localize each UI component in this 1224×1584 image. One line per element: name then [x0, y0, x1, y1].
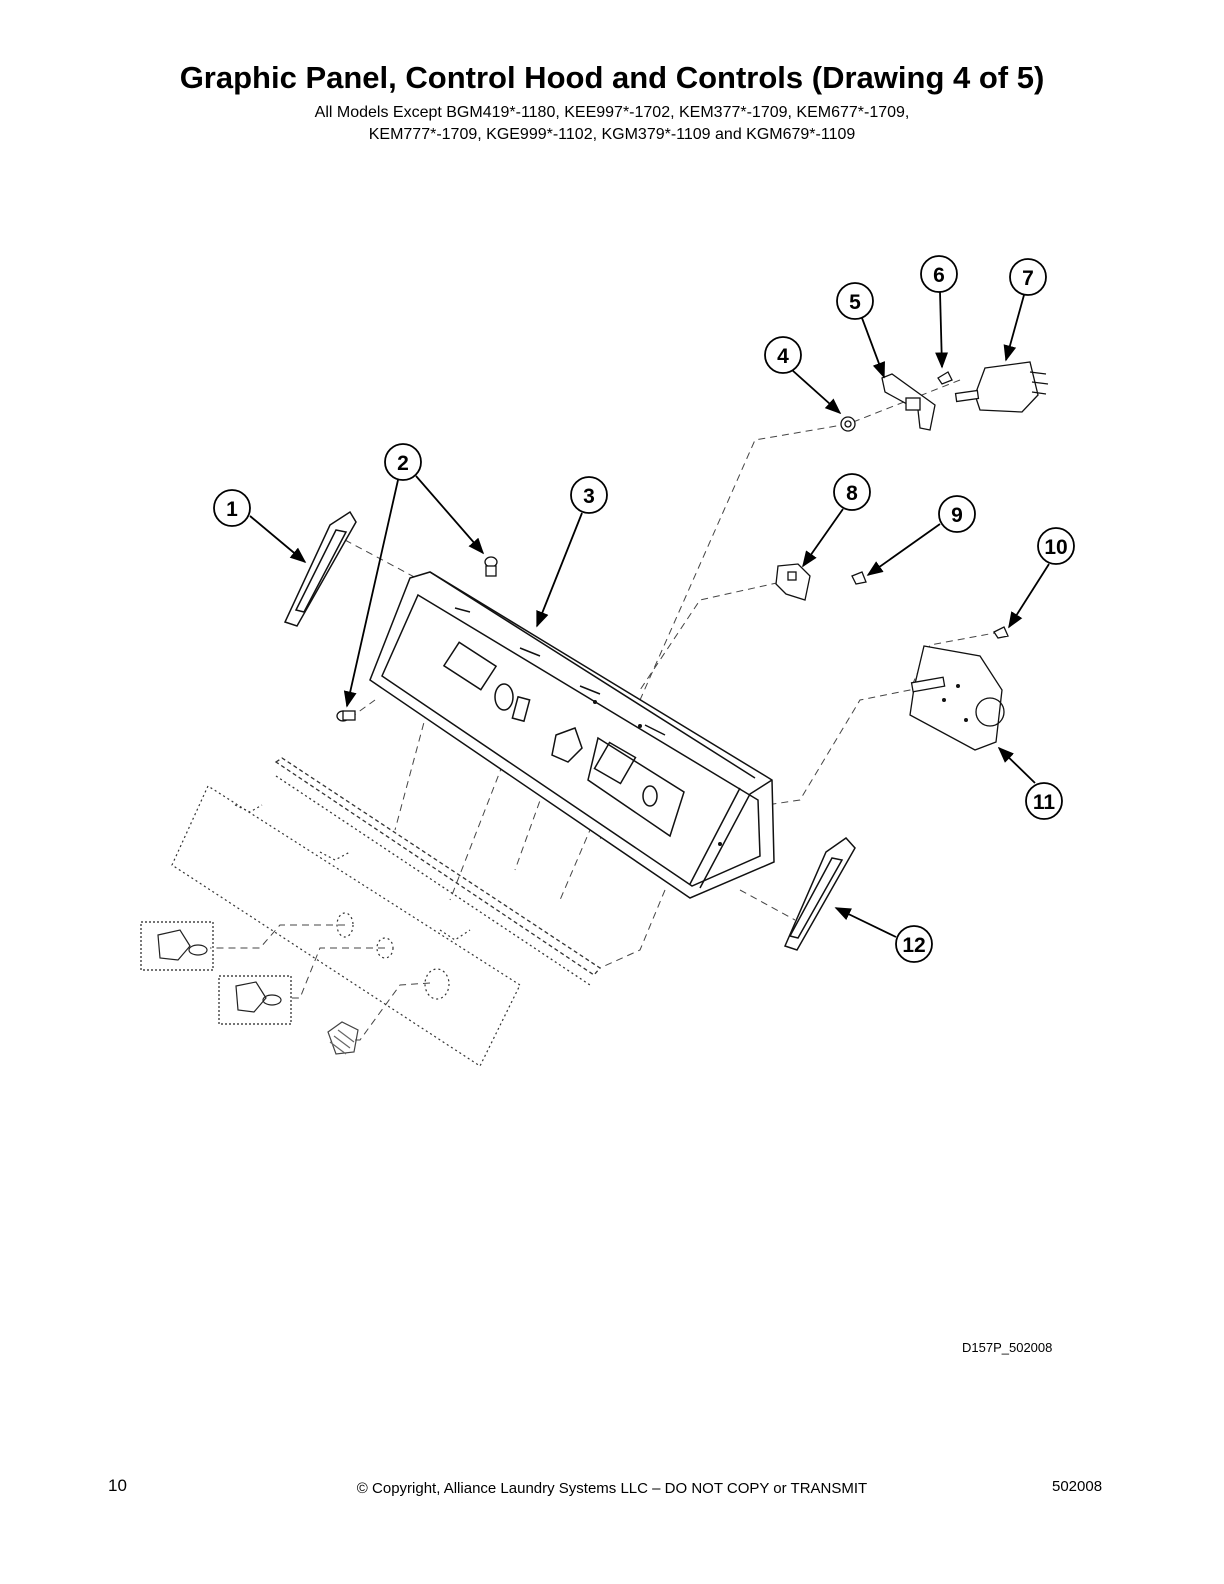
screw-upper — [484, 556, 498, 577]
screw-6 — [937, 371, 953, 385]
copyright-notice: © Copyright, Alliance Laundry Systems LL… — [356, 1480, 868, 1497]
callout-bubbles — [213, 255, 1075, 963]
trim-strip — [274, 757, 601, 986]
callout-4 — [764, 336, 802, 374]
screw-10 — [993, 626, 1009, 639]
hardware-parts — [336, 361, 1049, 751]
screw-9 — [851, 571, 867, 585]
subtitle-models-line-2: KEM777*-1709, KGE999*-1102, KGM379*-1109… — [368, 126, 856, 143]
callout-label-6: 6 — [933, 264, 945, 287]
page-title: Graphic Panel, Control Hood and Controls… — [179, 60, 1045, 95]
callout-7 — [1009, 258, 1047, 296]
callout-label-3: 3 — [583, 485, 595, 508]
page-number: 10 — [108, 1476, 127, 1495]
callout-labels: 1 2 3 4 5 6 7 8 9 10 11 12 — [226, 264, 1068, 957]
callout-2 — [384, 443, 422, 481]
callout-label-12: 12 — [902, 934, 925, 957]
callout-label-7: 7 — [1022, 267, 1034, 290]
drawing-code: D157P_502008 — [962, 1340, 1053, 1355]
callout-label-1: 1 — [226, 498, 238, 521]
timer — [909, 645, 1005, 751]
knob-group — [140, 921, 359, 1055]
callout-label-5: 5 — [849, 291, 861, 314]
callout-label-4: 4 — [777, 345, 789, 368]
document-number: 502008 — [1052, 1478, 1103, 1495]
subtitle-models-line-1: All Models Except BGM419*-1180, KEE997*-… — [314, 104, 910, 121]
end-cap-right — [783, 837, 856, 951]
callout-label-11: 11 — [1033, 791, 1056, 814]
callout-8 — [833, 473, 871, 511]
callout-6 — [920, 255, 958, 293]
graphic-panel-bezel — [171, 785, 521, 1067]
callout-9 — [938, 495, 976, 533]
callout-label-10: 10 — [1044, 536, 1067, 559]
infinite-switch — [954, 361, 1049, 413]
control-hood — [369, 571, 775, 899]
nut — [840, 416, 856, 432]
callout-1 — [213, 489, 251, 527]
callout-10 — [1037, 527, 1075, 565]
callout-label-2: 2 — [397, 452, 409, 475]
callout-label-9: 9 — [951, 504, 963, 527]
callout-12 — [895, 925, 933, 963]
switch-bracket-8 — [775, 563, 811, 601]
callout-label-8: 8 — [846, 482, 858, 505]
switch-bracket — [881, 373, 936, 431]
end-cap-left — [283, 510, 357, 627]
screw-lower — [336, 710, 356, 722]
callout-3 — [570, 476, 608, 514]
leader-lines — [249, 291, 1050, 938]
callout-11 — [1025, 782, 1063, 820]
callout-5 — [836, 282, 874, 320]
